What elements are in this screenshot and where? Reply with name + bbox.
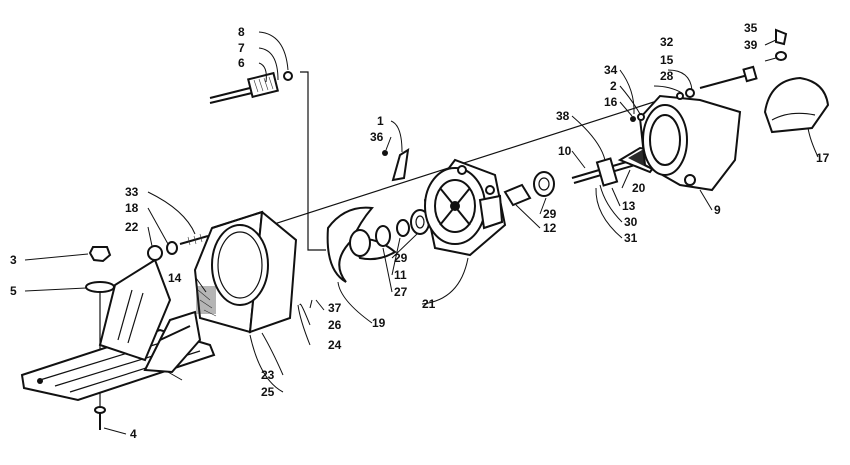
clip-part xyxy=(382,148,410,182)
small-fastener-parts xyxy=(630,113,645,122)
callout-35: 35 xyxy=(744,21,758,35)
callout-15: 15 xyxy=(660,53,674,67)
callout-38: 38 xyxy=(556,109,570,123)
callout-18: 18 xyxy=(125,201,139,215)
venturi-housing-part xyxy=(638,94,742,192)
callout-29-left: 29 xyxy=(394,251,408,265)
callout-9: 9 xyxy=(714,203,721,217)
callout-6: 6 xyxy=(238,56,245,70)
callout-2: 2 xyxy=(610,79,617,93)
pump-housing-part xyxy=(423,158,507,257)
callout-20: 20 xyxy=(632,181,646,195)
hardware-nut-washer-screw xyxy=(85,246,115,430)
callout-30: 30 xyxy=(624,215,638,229)
callout-1: 1 xyxy=(377,114,384,128)
bushing-bearing-parts xyxy=(503,171,555,207)
callout-14: 14 xyxy=(168,271,182,285)
callout-36: 36 xyxy=(370,130,384,144)
callout-22: 22 xyxy=(125,220,139,234)
callout-21: 21 xyxy=(422,297,436,311)
callout-11: 11 xyxy=(394,268,407,282)
callout-10: 10 xyxy=(558,144,572,158)
seal-spacer-parts xyxy=(375,209,430,247)
callout-27: 27 xyxy=(394,285,408,299)
callout-32: 32 xyxy=(660,35,674,49)
callout-8: 8 xyxy=(238,25,245,39)
steering-cable-part xyxy=(209,71,293,104)
callout-29-right: 29 xyxy=(543,207,557,221)
callout-7: 7 xyxy=(238,41,245,55)
callout-23: 23 xyxy=(261,368,275,382)
callout-34: 34 xyxy=(604,63,618,77)
ride-plate-part xyxy=(20,258,216,402)
callout-37: 37 xyxy=(328,301,342,315)
callout-12: 12 xyxy=(543,221,557,235)
callout-28: 28 xyxy=(660,69,674,83)
callout-33: 33 xyxy=(125,185,139,199)
callout-13: 13 xyxy=(622,199,636,213)
callout-19: 19 xyxy=(372,316,386,330)
callout-leader-lines xyxy=(24,31,819,435)
callout-31: 31 xyxy=(624,231,638,245)
callout-26: 26 xyxy=(328,318,342,332)
callout-39: 39 xyxy=(744,38,758,52)
callout-16: 16 xyxy=(604,95,618,109)
stud-bolt-part xyxy=(147,233,209,261)
callout-3: 3 xyxy=(10,253,17,267)
callout-5: 5 xyxy=(10,284,17,298)
steering-nozzle-part xyxy=(763,28,830,134)
callout-labels: 8 7 6 1 36 33 18 22 3 5 14 37 26 24 23 2… xyxy=(10,21,830,441)
callout-4: 4 xyxy=(130,427,137,441)
callout-25: 25 xyxy=(261,385,275,399)
impeller-part xyxy=(326,206,397,283)
adapter-plate-part xyxy=(193,210,298,334)
callout-24: 24 xyxy=(328,338,342,352)
long-bolt-part xyxy=(676,65,758,100)
callout-17: 17 xyxy=(816,151,830,165)
